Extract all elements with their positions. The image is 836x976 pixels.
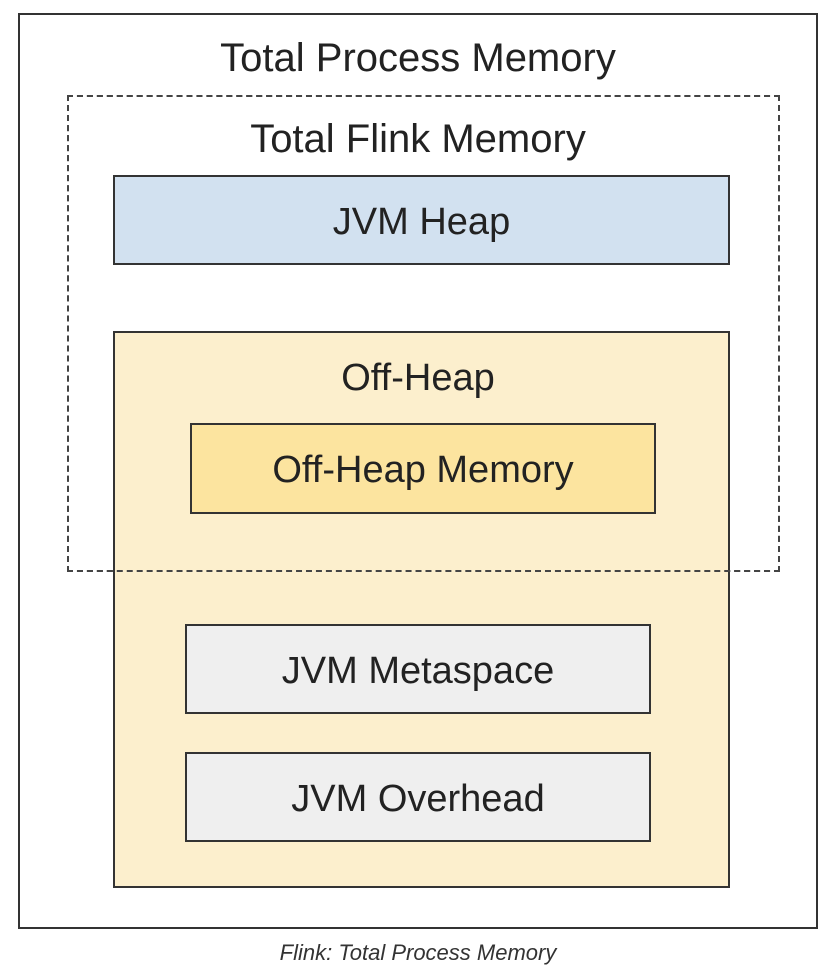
jvm-heap-box: JVM Heap bbox=[113, 175, 730, 265]
off-heap-memory-box: Off-Heap Memory bbox=[190, 423, 656, 514]
jvm-metaspace-box: JVM Metaspace bbox=[185, 624, 651, 714]
off-heap-memory-label: Off-Heap Memory bbox=[272, 449, 574, 491]
total-flink-memory-label: Total Flink Memory bbox=[250, 117, 586, 161]
jvm-overhead-label: JVM Overhead bbox=[291, 778, 545, 820]
jvm-metaspace-label: JVM Metaspace bbox=[281, 650, 555, 692]
jvm-heap-label: JVM Heap bbox=[332, 201, 511, 243]
figure-caption: Flink: Total Process Memory bbox=[279, 940, 557, 965]
total-process-memory-label: Total Process Memory bbox=[220, 36, 616, 80]
off-heap-label: Off-Heap bbox=[341, 357, 495, 399]
jvm-overhead-box: JVM Overhead bbox=[185, 752, 651, 842]
